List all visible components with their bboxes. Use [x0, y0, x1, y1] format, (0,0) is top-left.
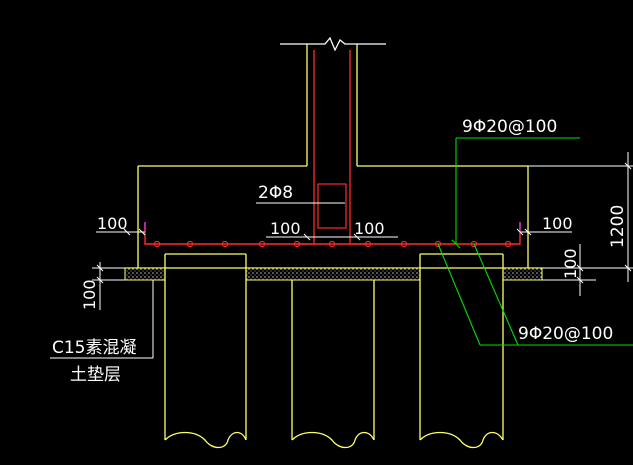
rebar-dot — [293, 240, 301, 248]
leader-top-rebar — [451, 137, 580, 249]
rebar-dots — [153, 240, 512, 248]
column-stirrup — [317, 183, 347, 229]
rebar-dot — [328, 240, 336, 248]
label-cover-column-right: 100 — [354, 219, 385, 238]
cushion-layer — [124, 267, 543, 281]
column-stub — [280, 36, 386, 166]
label-cushion-material-line1: C15素混凝 — [52, 338, 137, 358]
label-cushion-thickness-left: 100 — [80, 279, 99, 310]
rebar-dot — [400, 240, 408, 248]
dim-column-cover — [266, 233, 398, 241]
pile-left — [164, 253, 247, 449]
label-top-rebar: 9Φ20@100 — [462, 117, 557, 137]
rebar-dot — [434, 240, 442, 248]
rebar-dot — [258, 240, 266, 248]
leader-cushion-material — [50, 280, 154, 359]
rebar-dot — [221, 240, 229, 248]
dim-cap-height — [528, 152, 633, 282]
dim-cover-right — [516, 228, 572, 236]
label-cover-column-left: 100 — [270, 219, 301, 238]
label-cover-left-inner: 100 — [97, 214, 128, 233]
dim-cover-left-inner — [96, 228, 146, 236]
column-break-line — [280, 36, 386, 52]
rebar-dot — [186, 240, 194, 248]
rebar-dot — [153, 240, 161, 248]
dim-cushion-right — [542, 244, 596, 296]
bottom-rebar-mat — [144, 222, 521, 245]
leader-bottom-rebar — [437, 243, 633, 346]
label-bottom-rebar: 9Φ20@100 — [518, 324, 613, 344]
label-cover-right: 100 — [542, 214, 573, 233]
label-cap-height: 1200 — [608, 205, 628, 248]
rebar-dot — [364, 240, 372, 248]
label-cushion-material-line2: 土垫层 — [70, 365, 121, 385]
rebar-dot — [504, 240, 512, 248]
pile-cap-outline — [125, 165, 542, 269]
label-stirrup-rebar: 2Φ8 — [258, 183, 293, 203]
side-bar-ends — [144, 222, 521, 230]
pile-middle — [291, 280, 375, 449]
label-cushion-thickness-right: 100 — [561, 248, 580, 279]
pile-right — [419, 253, 504, 449]
dim-cover-left-outer — [92, 262, 125, 310]
rebar-dot — [470, 240, 478, 248]
